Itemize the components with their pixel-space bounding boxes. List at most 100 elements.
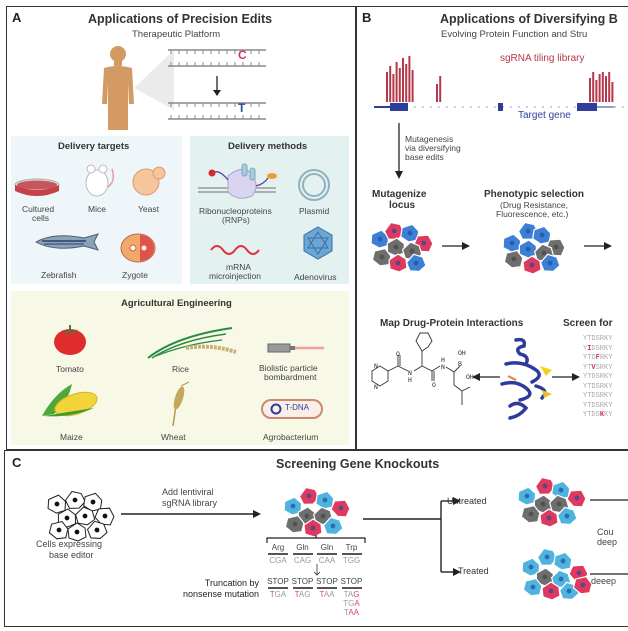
cell <box>572 575 593 595</box>
step-selection-title: Phenotypic selection <box>484 189 585 200</box>
zebrafish-icon <box>34 233 99 251</box>
sgrna-bar <box>598 74 601 102</box>
truncation-label-line2: nonsense mutation <box>182 589 259 599</box>
panel-b-subtitle: Evolving Protein Function and Stru <box>441 29 588 40</box>
mutagenesis-text-3: base edits <box>405 152 444 162</box>
cell-cluster-untreated <box>517 476 587 528</box>
cells-label-line2: base editor <box>49 550 94 560</box>
plasmid-icon <box>298 169 330 201</box>
panel-c-title: Screening Gene Knockouts <box>276 457 440 471</box>
sgrna-bar <box>601 72 604 102</box>
cell <box>539 508 559 528</box>
step-mutagenize-title-1: Mutagenize <box>372 189 427 200</box>
panel-b-title: Applications of Diversifying B <box>440 12 618 26</box>
agri-label-tomato: Tomato <box>56 364 84 374</box>
arrow-right-icon <box>442 242 470 250</box>
protein-structure-icon <box>500 337 552 420</box>
sgrna-bar <box>405 64 408 102</box>
treated-label: Treated <box>458 566 489 576</box>
cell <box>388 253 408 273</box>
cell <box>283 496 303 516</box>
truncation-label-line1: Truncation by <box>204 578 259 588</box>
step-mutagenize-title-2: locus <box>389 200 416 211</box>
mutagenesis-text-1: Mutagenesis <box>405 134 454 144</box>
step-selection-sub-2: Fluorescence, etc.) <box>496 209 569 219</box>
cell <box>400 223 420 243</box>
cell <box>75 506 96 526</box>
maize-icon <box>42 384 98 417</box>
atom-oh2: OH <box>466 374 474 381</box>
count-label-line1: Cou <box>597 527 614 537</box>
cell-cluster-library <box>283 486 351 538</box>
sgrna-bar <box>386 72 388 102</box>
sequence-row: YTDSRKY <box>583 392 613 400</box>
agri-label-rice: Rice <box>172 364 190 374</box>
method-label-plasmid: Plasmid <box>299 206 330 216</box>
cell <box>556 506 578 526</box>
atom-oh1: OH <box>458 350 466 357</box>
sgrna-bar <box>605 76 607 102</box>
atom-o2: O <box>432 382 436 389</box>
agri-label-agrobacterium: Agrobacterium <box>263 432 319 442</box>
agri-label-biolistic-line2: bombardment <box>264 372 317 382</box>
adenovirus-icon <box>303 226 333 260</box>
cell <box>536 547 558 566</box>
atom-h2: H <box>441 357 445 364</box>
petri-dish-icon <box>14 178 60 196</box>
cell <box>521 557 541 577</box>
cell <box>370 229 390 249</box>
agri-label-biolistic-line1: Biolistic particle <box>259 363 318 373</box>
cell <box>566 489 587 508</box>
arrow-right-icon <box>584 242 612 250</box>
untreated-label: Untreated <box>447 496 487 506</box>
library-label-line1: Add lentiviral <box>162 487 214 497</box>
count-line-treated <box>590 573 628 575</box>
cell <box>405 253 427 273</box>
rice-icon <box>147 327 237 359</box>
delivery-targets-title: Delivery targets <box>58 141 130 152</box>
agri-label-maize: Maize <box>60 432 83 442</box>
step-screen-title: Screen for <box>563 318 613 329</box>
cell <box>522 577 543 597</box>
codon-bracket <box>266 535 366 543</box>
sequence-row: YTDSRKY <box>583 335 613 343</box>
sgrna-bar <box>589 78 591 102</box>
agrobacterium-inner-label: T-DNA <box>285 403 309 412</box>
cell <box>522 255 542 275</box>
cell <box>303 518 323 538</box>
panel-b-label: B <box>362 10 372 25</box>
sequence-row: YTDSKKY <box>583 411 613 419</box>
method-label-mrna-line2: microinjection <box>209 271 261 281</box>
sgrna-bar <box>398 68 401 102</box>
target-label-cultured-line1: Cultured <box>22 204 55 214</box>
atom-nh1: N <box>408 370 412 377</box>
mutagenesis-text-2: via diversifying <box>405 143 461 153</box>
sgrna-library-label: sgRNA tiling library <box>500 53 585 64</box>
sequence-row: YTDSRKY <box>583 401 613 410</box>
cell-cluster-base-editor <box>47 490 115 542</box>
sgrna-bar <box>395 62 398 102</box>
atom-nh2: N <box>441 364 445 371</box>
cells-label-line1: Cells expressing <box>36 539 103 549</box>
atom-b: B <box>458 361 462 368</box>
target-label-zygote: Zygote <box>122 270 148 280</box>
target-label-cultured-line2: cells <box>32 213 50 223</box>
arrow-right-icon <box>552 373 580 381</box>
count-line-untreated <box>590 499 628 501</box>
sgrna-bar <box>402 58 404 102</box>
dna-before-icon <box>168 49 266 67</box>
panel-a-title: Applications of Precision Edits <box>88 12 273 26</box>
yeast-icon <box>132 166 166 196</box>
cell-cluster-selected <box>502 221 566 275</box>
delivery-methods-box <box>190 136 349 284</box>
cell <box>551 480 571 500</box>
cell <box>503 249 524 269</box>
arrow-right-icon <box>121 510 261 518</box>
cell <box>298 486 320 505</box>
